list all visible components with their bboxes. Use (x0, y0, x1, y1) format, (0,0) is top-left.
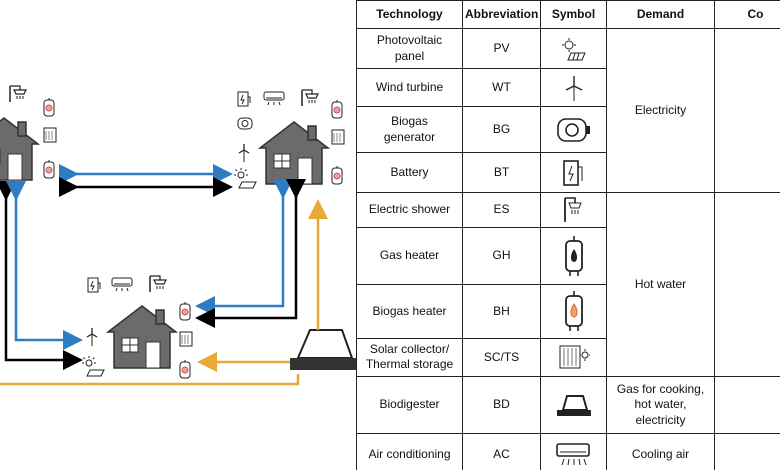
shower-icon (149, 275, 167, 293)
demand-hot-water: Hot water (606, 192, 715, 377)
generator-icon (237, 117, 253, 130)
solar-panel-icon (561, 37, 586, 60)
table-header-row: Technology Abbreviation Symbol Demand Co (356, 0, 780, 29)
solar-panel-icon (233, 167, 257, 189)
wind-turbine-icon (565, 75, 582, 101)
technology-table: Technology Abbreviation Symbol Demand Co… (356, 0, 780, 470)
abbr-cell: PV (462, 28, 541, 69)
table-row: Gas heater GH (356, 227, 780, 285)
air-conditioner-icon (263, 91, 285, 106)
symbol-cell (540, 338, 607, 377)
biogas-heater-icon (43, 159, 55, 179)
abbr-cell: GH (462, 227, 541, 285)
abbr-cell: BH (462, 283, 541, 340)
shower-icon (9, 85, 27, 103)
abbr-cell: SC/TS (462, 338, 541, 377)
gas-heater-icon (564, 236, 583, 277)
tech-cell: Battery (356, 152, 463, 193)
air-conditioner-icon (555, 442, 590, 465)
gas-heater-icon (331, 99, 343, 119)
biogas-heater-icon (331, 165, 343, 185)
symbol-cell (540, 68, 607, 107)
biodigester (290, 329, 356, 370)
shower-icon (301, 89, 319, 107)
symbol-cell (540, 433, 607, 470)
biogas-line (717, 378, 780, 428)
electricity-arrow (717, 33, 780, 183)
abbr-cell: WT (462, 68, 541, 107)
abbr-cell: BT (462, 152, 541, 193)
battery-icon (562, 159, 582, 186)
tech-cell: Biogas heater (356, 283, 463, 340)
symbol-cell (540, 227, 607, 285)
biogas-heater-icon (179, 359, 191, 379)
tech-cell: Photovoltaic panel (356, 28, 463, 69)
connection-hot-water (714, 192, 780, 377)
tech-cell: Electric shower (356, 191, 463, 229)
wind-turbine-icon (238, 143, 250, 163)
wind-turbine-icon (86, 327, 98, 347)
generator-icon (556, 117, 590, 142)
abbr-cell: BG (462, 106, 541, 153)
tech-cell: Wind turbine (356, 68, 463, 107)
tech-cell: Biogas generator (356, 106, 463, 153)
table-row: Air conditioning AC Cooling air co (356, 433, 780, 470)
header-technology: Technology (356, 0, 463, 29)
thermal-storage-icon (179, 331, 193, 347)
tech-cell: Solar collector/ Thermal storage (356, 338, 463, 377)
shower-icon (563, 197, 582, 223)
gas-heater-icon (179, 301, 191, 321)
table-row: Biogas generator BG (356, 106, 780, 153)
battery-icon (237, 91, 251, 107)
connection-cooling: co (714, 433, 780, 470)
demand-electricity: Electricity (606, 28, 715, 193)
tech-cell: Biodigester (356, 375, 463, 435)
table-row: Electric shower ES Hot water (356, 191, 780, 377)
thermal-storage-icon (43, 127, 57, 143)
house-right (259, 121, 329, 185)
biogas-link (0, 374, 300, 386)
symbol-cell (540, 106, 607, 153)
symbol-cell (540, 191, 607, 229)
tech-cell: Air conditioning (356, 433, 463, 470)
header-abbreviation: Abbreviation (462, 0, 541, 29)
air-conditioner-icon (111, 277, 133, 292)
biogas-heater-icon (564, 291, 583, 332)
house-bottom (107, 305, 177, 369)
battery-icon (87, 277, 101, 293)
connection-electricity (714, 28, 780, 193)
symbol-cell (540, 375, 607, 435)
header-demand: Demand (606, 0, 715, 29)
hot-water-arrow (717, 194, 780, 370)
microgrid-diagram (0, 85, 356, 386)
table-row: Biodigester BD Gas for cooking, hot wate… (356, 375, 780, 435)
biodigester-icon (556, 394, 591, 416)
header-connection: Co (714, 0, 780, 29)
table-row: Photovoltaic panel PV Electricity (356, 28, 780, 193)
table-row: Biogas heater BH (356, 283, 780, 340)
solar-panel-icon (81, 355, 105, 377)
abbr-cell: BD (462, 375, 541, 435)
gas-heater-icon (43, 97, 55, 117)
hot-water-link (6, 181, 83, 350)
thermal-storage-icon (331, 129, 345, 145)
house-left (0, 117, 39, 181)
symbol-cell (540, 152, 607, 193)
demand-cooling: Cooling air (606, 433, 715, 470)
symbol-cell (540, 283, 607, 340)
hot-water-link (195, 179, 293, 316)
tech-cell: Gas heater (356, 227, 463, 285)
symbol-cell (540, 28, 607, 69)
abbr-cell: AC (462, 433, 541, 470)
header-symbol: Symbol (540, 0, 607, 29)
connection-biogas (714, 375, 780, 435)
abbr-cell: ES (462, 191, 541, 229)
demand-gas: Gas for cooking, hot water, electricity (606, 375, 715, 435)
electricity-link (195, 179, 306, 328)
solar-collector-icon (559, 345, 590, 369)
